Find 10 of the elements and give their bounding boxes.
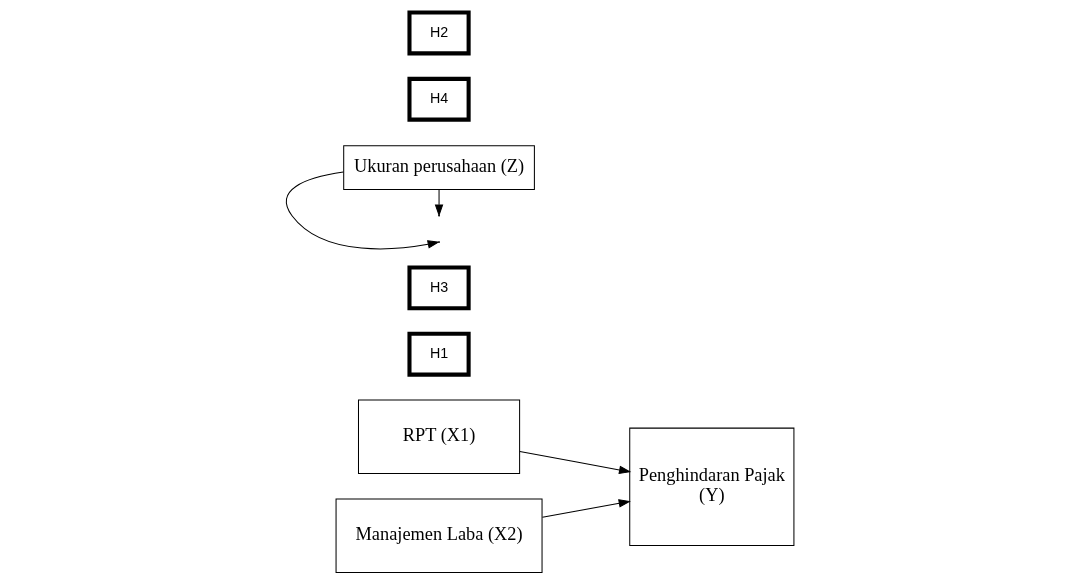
- node-box: RPT (X1): [357, 399, 520, 474]
- node-box: Ukuran perusahaan (Z): [342, 145, 535, 190]
- node-box: H1: [406, 331, 471, 377]
- arrow: [518, 451, 631, 475]
- node-box: H2: [406, 10, 471, 56]
- arrow: [541, 499, 631, 518]
- node-box: H3: [406, 265, 471, 311]
- node-box: H4: [406, 76, 471, 122]
- node-box: Penghindaran Pajak (Y): [628, 427, 794, 546]
- node-box: Manajemen Laba (X2): [335, 498, 543, 573]
